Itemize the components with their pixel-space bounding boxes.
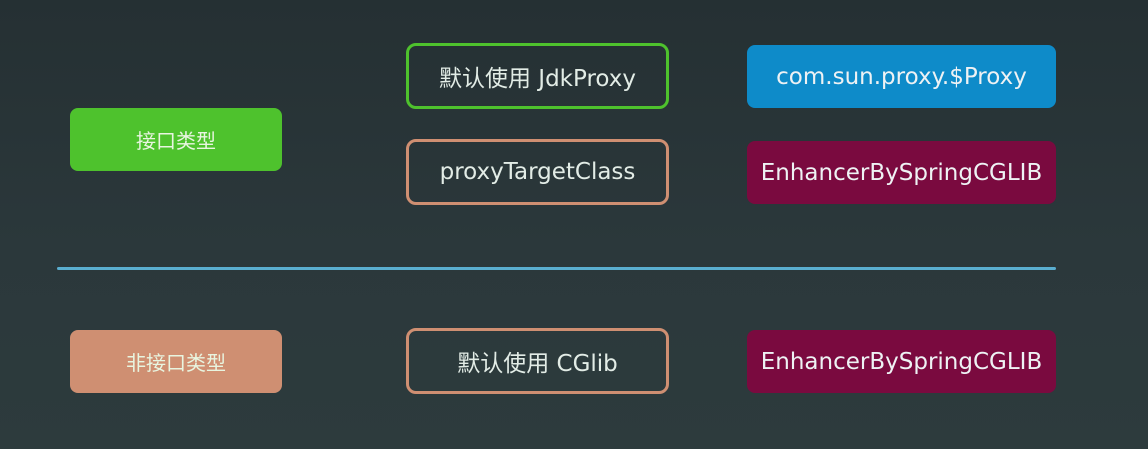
jdk-proxy-class-box: com.sun.proxy.$Proxy [747,45,1056,108]
cglib-class-box-non-interface: EnhancerBySpringCGLIB [747,330,1056,393]
non-interface-type-label: 非接口类型 [70,330,282,393]
section-divider [57,267,1056,270]
cglib-class-box-interface: EnhancerBySpringCGLIB [747,141,1056,204]
cglib-default-box: 默认使用 CGlib [406,328,669,394]
interface-type-label: 接口类型 [70,108,282,171]
proxy-target-class-box: proxyTargetClass [406,139,669,205]
jdk-proxy-default-box: 默认使用 JdkProxy [406,43,669,109]
